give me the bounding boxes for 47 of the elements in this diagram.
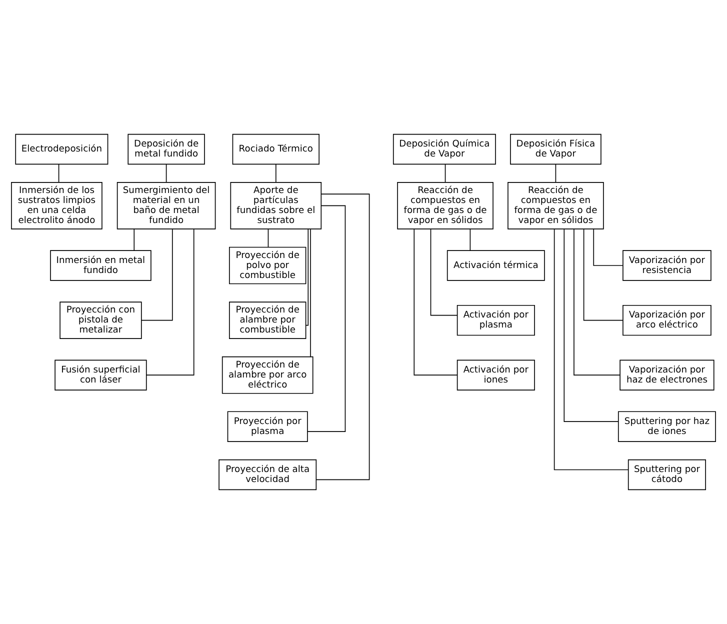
node-box: Vaporización por resistencia xyxy=(622,250,712,281)
node-box: Rociado Térmico xyxy=(232,134,320,165)
connector xyxy=(555,164,556,183)
connector xyxy=(470,228,471,251)
connector xyxy=(146,228,194,376)
node-box: Proyección de alta velocidad xyxy=(218,459,317,490)
node-box: Sputtering por cátodo xyxy=(628,459,706,490)
connector xyxy=(58,164,60,183)
connector xyxy=(444,164,446,183)
connector xyxy=(430,228,458,316)
node-box: Deposición Física de Vapor xyxy=(510,134,602,165)
node-box: Inmersión en metal fundido xyxy=(50,250,152,281)
connector xyxy=(275,164,276,183)
node-box: Proyección por plasma xyxy=(227,411,308,442)
node-box: Aporte de partículas fundidas sobre el sustrato xyxy=(230,182,322,230)
connector xyxy=(141,228,173,321)
connector xyxy=(316,194,370,480)
node-box: Proyección de alambre por combustible xyxy=(229,302,306,339)
connector xyxy=(583,228,624,321)
node-box: Deposición de metal fundido xyxy=(128,134,205,165)
node-box: Fusión superficial con láser xyxy=(54,360,147,390)
connector xyxy=(307,205,346,432)
node-box: Proyección con pistola de metalizar xyxy=(60,302,142,339)
connector xyxy=(166,164,167,183)
node-box: Activación por iones xyxy=(456,360,535,390)
connector xyxy=(564,228,619,422)
connector xyxy=(310,228,311,358)
node-box: Activación por plasma xyxy=(456,304,535,336)
node-box: Proyección de alambre por arco eléctrico xyxy=(222,356,314,394)
node-box: Electrodeposición xyxy=(15,134,108,165)
node-box: Proyección de polvo por combustible xyxy=(229,246,306,284)
connector xyxy=(574,228,620,376)
node-box: Sumergimiento del material en un baño de metal fundido xyxy=(116,182,216,230)
node-box: Inmersión de los sustratos limpios en una celda electrolito ánodo xyxy=(11,182,102,230)
node-box: Reacción de compuestos en forma de gas o de vapor en sólidos xyxy=(397,182,494,230)
node-box: Deposición Química de Vapor xyxy=(392,134,496,165)
connector xyxy=(593,228,624,266)
node-box: Activación térmica xyxy=(446,250,545,281)
connector xyxy=(268,228,269,248)
node-box: Reacción de compuestos en forma de gas o de vapor en sólidos xyxy=(508,182,604,230)
connector xyxy=(554,228,629,470)
connector xyxy=(306,228,309,326)
connector xyxy=(414,228,458,376)
node-box: Sputtering por haz de iones xyxy=(618,411,716,442)
connector xyxy=(134,228,135,251)
node-box: Vaporización por arco eléctrico xyxy=(622,304,712,336)
node-box: Vaporización por haz de electrones xyxy=(620,360,714,390)
